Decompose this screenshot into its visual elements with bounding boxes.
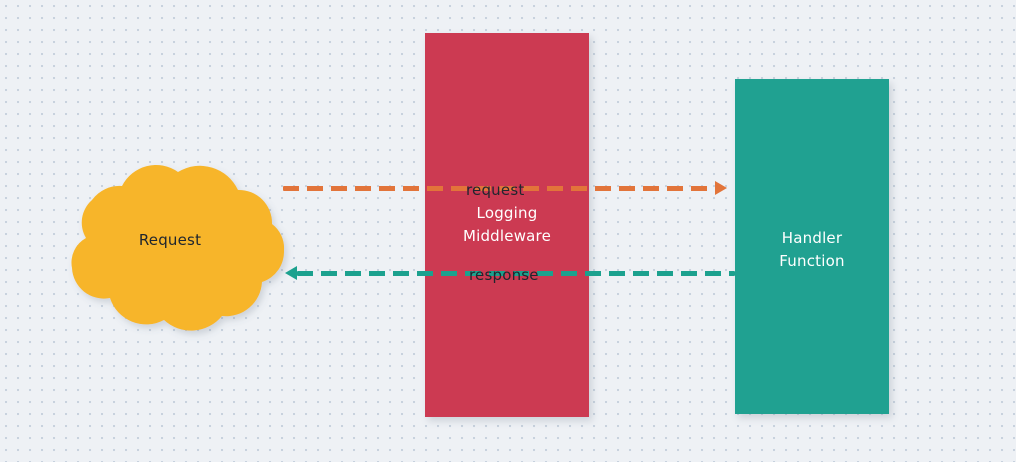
edge-request-arrowhead-icon	[715, 181, 727, 195]
edge-request-line	[283, 186, 719, 191]
cloud-icon	[71, 164, 285, 331]
edge-response-arrowhead-icon	[285, 266, 297, 280]
node-logging-middleware[interactable]: Logging Middleware	[425, 33, 589, 417]
edge-response-label: response	[469, 266, 539, 284]
edge-request-label: request	[466, 181, 525, 199]
node-handler-function[interactable]: Handler Function	[735, 79, 889, 414]
edge-response-line	[297, 271, 735, 276]
node-request-cloud[interactable]: Request	[48, 150, 288, 331]
node-handler-function-label: Handler Function	[779, 229, 845, 270]
node-logging-middleware-label: Logging Middleware	[462, 204, 552, 245]
